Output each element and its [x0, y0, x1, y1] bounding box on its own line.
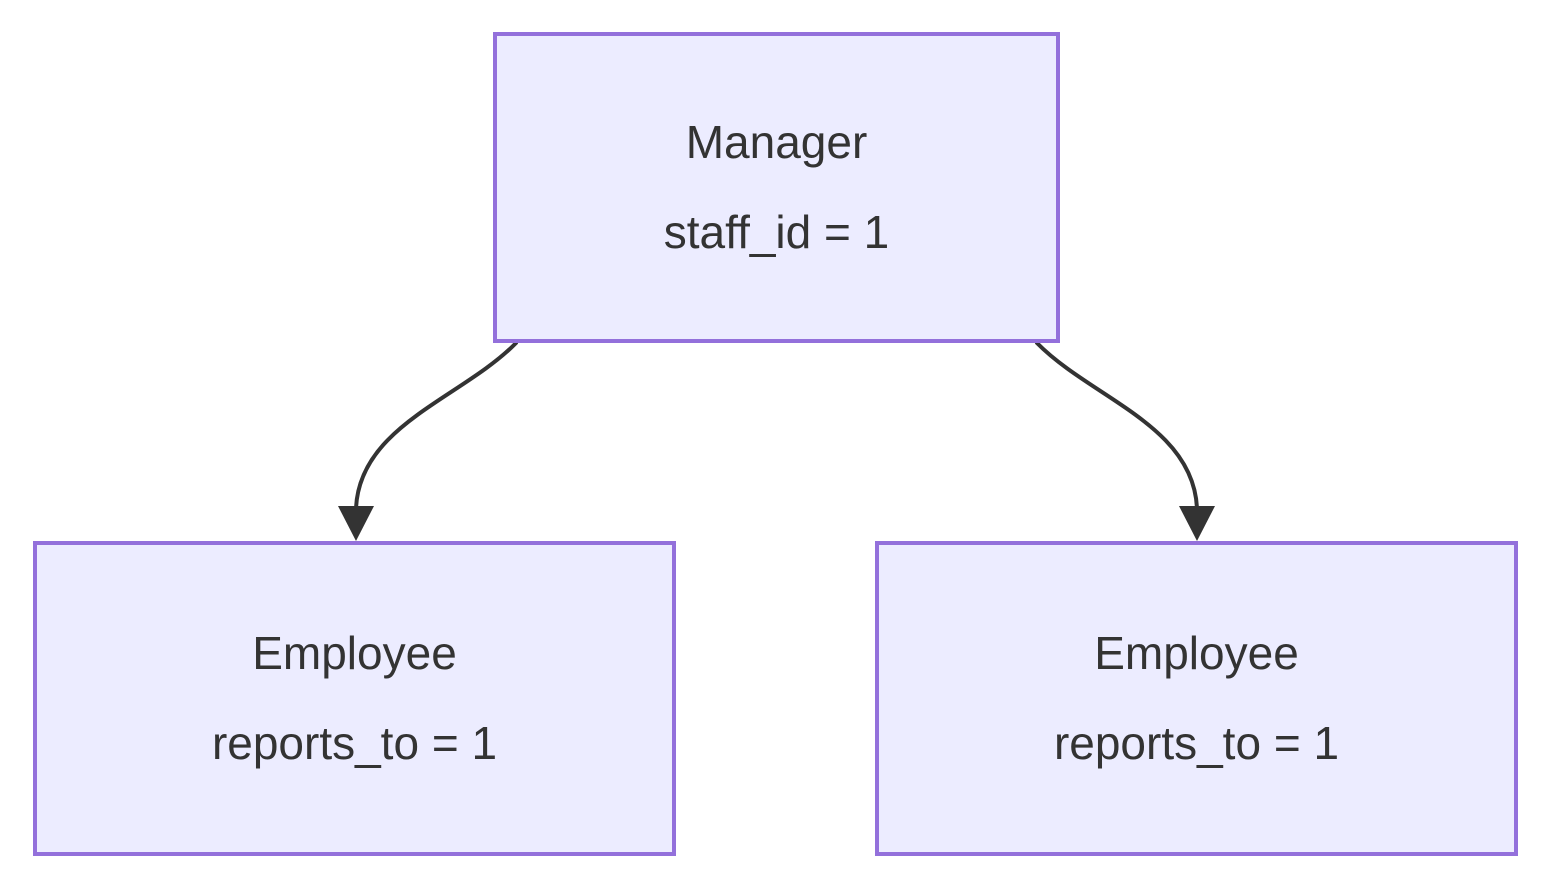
arrowhead-down-icon	[338, 506, 374, 541]
node-manager: Manager staff_id = 1	[493, 32, 1060, 343]
node-employee-left-title: Employee	[252, 627, 457, 680]
node-employee-left: Employee reports_to = 1	[33, 541, 676, 856]
node-employee-right-subtitle: reports_to = 1	[1053, 716, 1340, 769]
node-manager-title: Manager	[685, 116, 868, 169]
node-employee-right-title: Employee	[1094, 627, 1299, 680]
node-manager-subtitle: staff_id = 1	[663, 205, 890, 258]
node-employee-left-subtitle: reports_to = 1	[211, 716, 498, 769]
edge-manager-to-employee-left	[354, 341, 518, 510]
edge-manager-to-employee-right	[1035, 341, 1199, 510]
arrowhead-down-icon	[1179, 506, 1215, 541]
node-employee-right: Employee reports_to = 1	[875, 541, 1518, 856]
